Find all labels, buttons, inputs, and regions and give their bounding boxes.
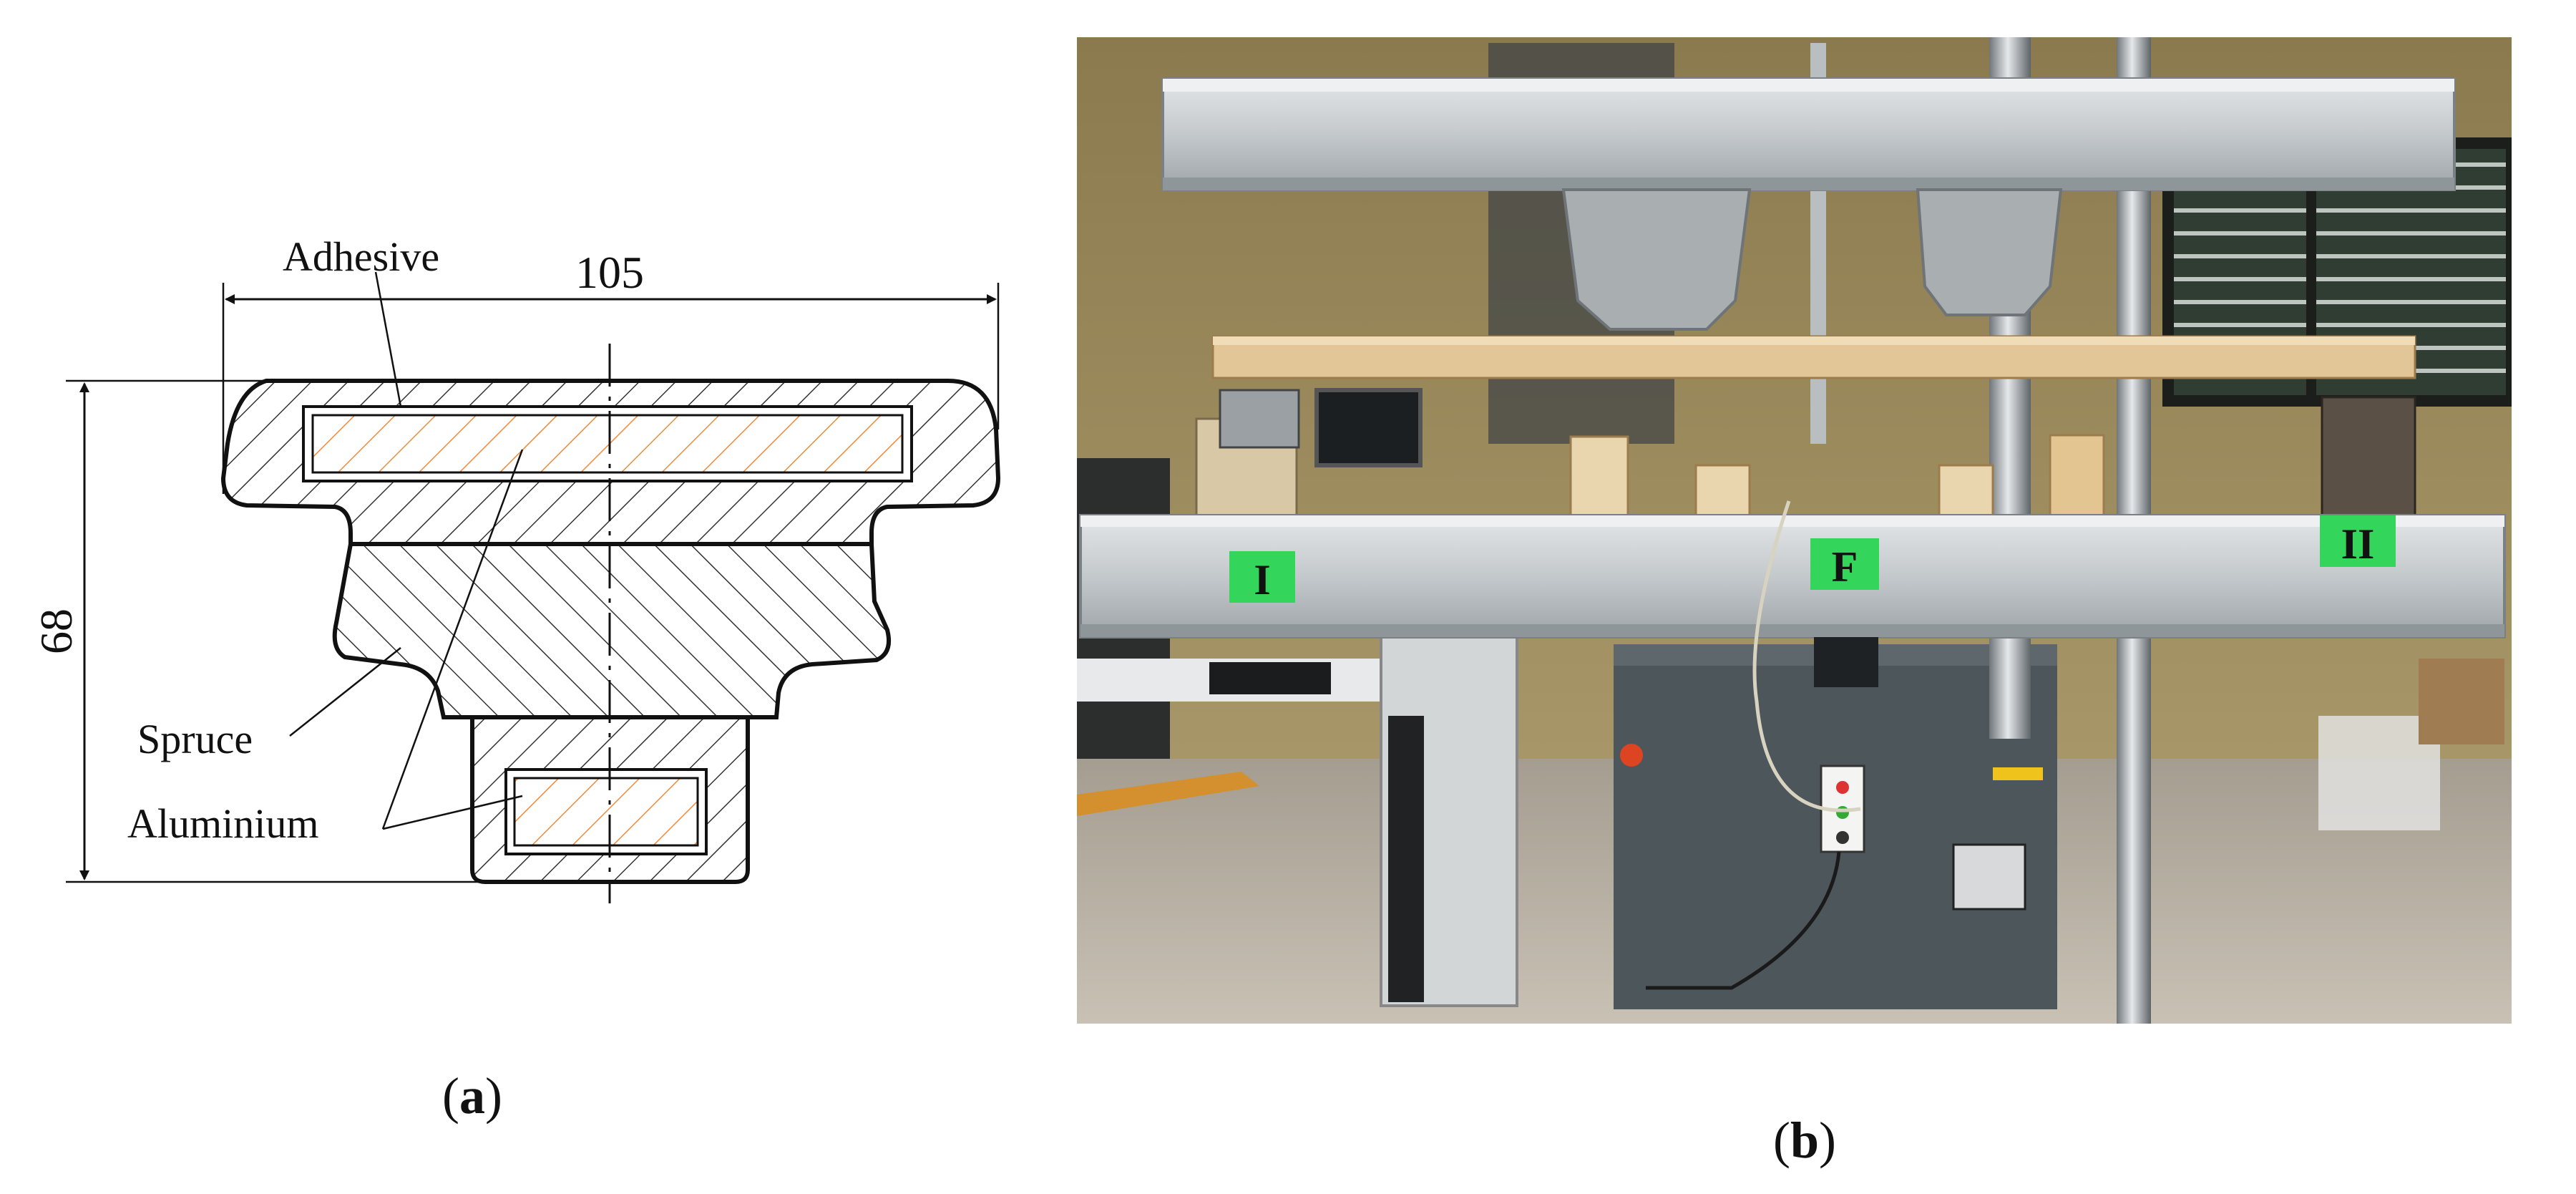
aluminium-plate-top	[311, 414, 904, 474]
test-setup-photo: I F II	[1077, 37, 2512, 1024]
panel-b-caption: (b)	[1773, 1112, 1837, 1169]
label-spruce: Spruce	[137, 716, 253, 762]
label-aluminium: Aluminium	[127, 800, 318, 847]
aluminium-plate-bottom	[513, 777, 699, 847]
svg-text:F: F	[1832, 543, 1858, 591]
support-label-ii: II	[2320, 515, 2396, 568]
panel-a-caption: (a)	[442, 1067, 502, 1125]
section-web	[332, 542, 892, 719]
force-label-f: F	[1810, 538, 1879, 591]
label-adhesive: Adhesive	[283, 233, 439, 280]
cross-section-diagram: 105 68 Adhesive Spruce Aluminium	[31, 233, 1001, 903]
width-dimension-value: 105	[575, 247, 644, 298]
svg-text:I: I	[1254, 556, 1270, 603]
wooden-test-beam	[1211, 335, 2416, 379]
svg-text:II: II	[2341, 520, 2375, 568]
support-beam	[1079, 514, 2506, 639]
support-label-i: I	[1229, 551, 1295, 603]
loading-beam	[1161, 77, 2456, 191]
height-dimension-value: 68	[31, 608, 82, 654]
